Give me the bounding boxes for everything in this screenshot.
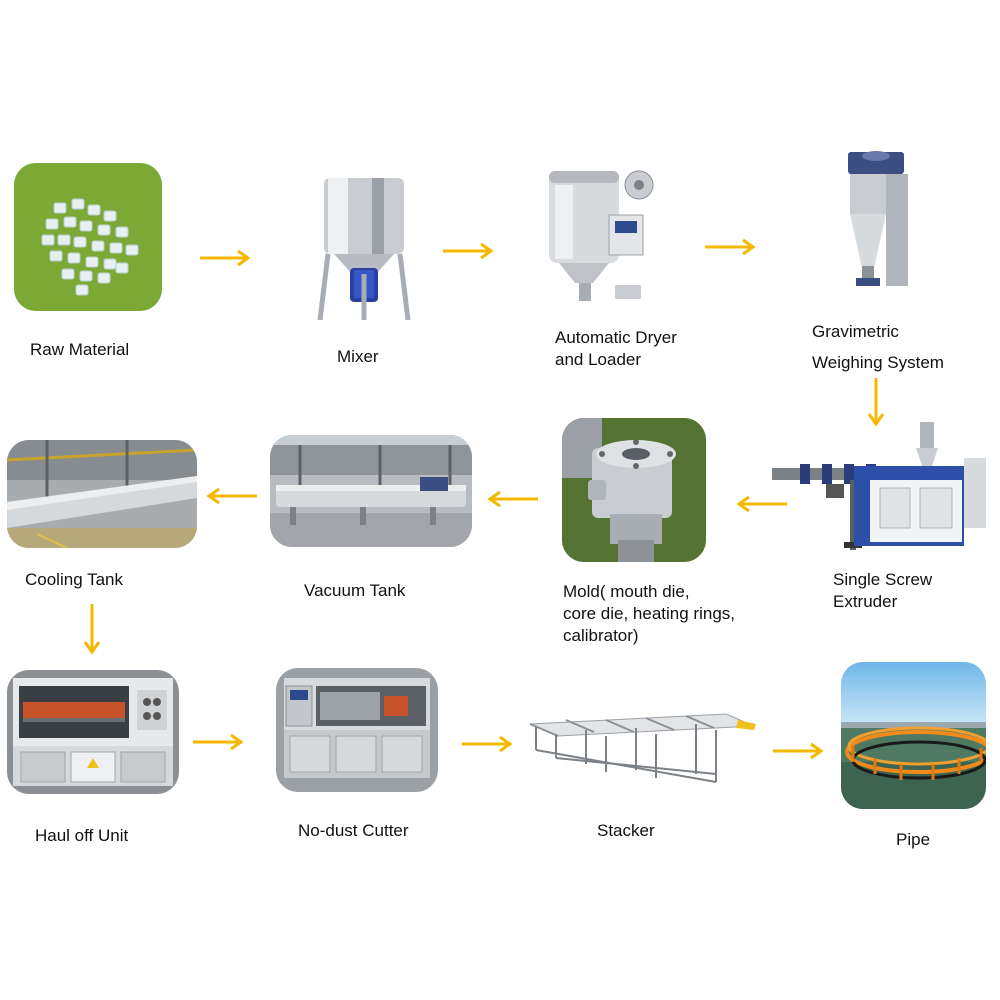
arrow-left-icon — [486, 490, 538, 508]
step-label-mixer: Mixer — [337, 346, 379, 368]
step-label-dryer: Automatic Dryer and Loader — [555, 327, 677, 371]
mixer-machine-photo — [314, 170, 414, 324]
arrow-down-icon — [83, 604, 101, 656]
arrow-right-icon — [705, 238, 757, 256]
mold-photo — [562, 418, 706, 562]
extruder-photo — [770, 418, 988, 550]
dryer-loader-photo — [545, 165, 660, 313]
haul-off-photo — [7, 670, 179, 794]
step-label-mold: Mold( mouth die, core die, heating rings… — [563, 581, 735, 647]
pipe-photo — [841, 662, 986, 809]
plastic-pellets-photo — [14, 163, 162, 311]
stacker-photo — [526, 700, 758, 786]
arrow-right-icon — [193, 733, 245, 751]
cooling-tank-photo — [7, 440, 197, 548]
arrow-right-icon — [462, 735, 514, 753]
step-label-pipe: Pipe — [896, 829, 930, 851]
weighing-system-photo — [842, 148, 912, 296]
vacuum-tank-photo — [270, 435, 472, 547]
arrow-right-icon — [773, 742, 825, 760]
step-label-gravimetric: Gravimetric Weighing System — [812, 316, 944, 378]
step-label-stacker: Stacker — [597, 820, 655, 842]
arrow-left-icon — [735, 495, 787, 513]
step-label-haul-off: Haul off Unit — [35, 825, 128, 847]
step-label-raw-material: Raw Material — [30, 339, 129, 361]
step-label-cutter: No-dust Cutter — [298, 820, 409, 842]
step-label-cooling: Cooling Tank — [25, 569, 123, 591]
step-label-vacuum: Vacuum Tank — [304, 580, 405, 602]
arrow-right-icon — [443, 242, 495, 260]
cutter-photo — [276, 668, 438, 792]
arrow-left-icon — [205, 487, 257, 505]
arrow-right-icon — [200, 249, 252, 267]
step-label-extruder: Single Screw Extruder — [833, 569, 932, 613]
